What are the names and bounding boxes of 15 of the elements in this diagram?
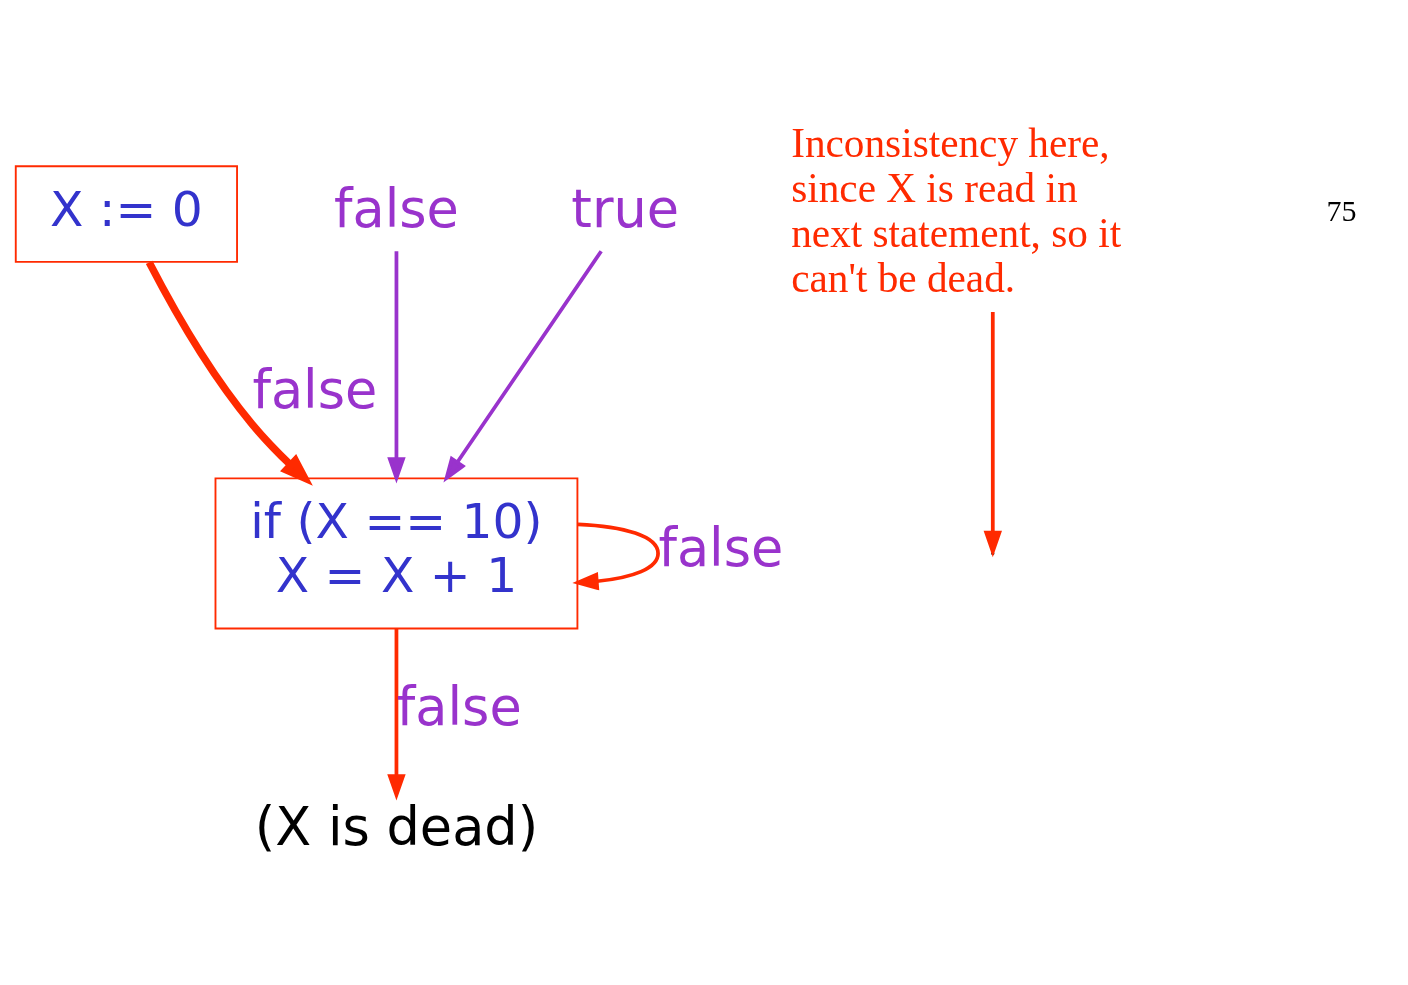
node-box: X := 0	[14, 165, 238, 263]
edge-label: false	[396, 675, 522, 737]
edge-label: false	[252, 358, 378, 420]
arrow	[443, 250, 603, 483]
arrow	[387, 251, 406, 484]
edge-label: false	[658, 517, 784, 579]
label: 75	[1326, 194, 1357, 228]
node-text: false	[334, 177, 459, 239]
arrow	[145, 260, 313, 486]
arrow	[387, 628, 406, 801]
node-text: Inconsistency here, since X is read in next statement, so it can't be dead.	[791, 120, 1122, 302]
node-text: true	[571, 177, 680, 239]
arrow	[572, 522, 660, 591]
node-box: if (X == 10) X = X + 1	[214, 477, 579, 630]
node-text: (X is dead)	[254, 795, 539, 857]
